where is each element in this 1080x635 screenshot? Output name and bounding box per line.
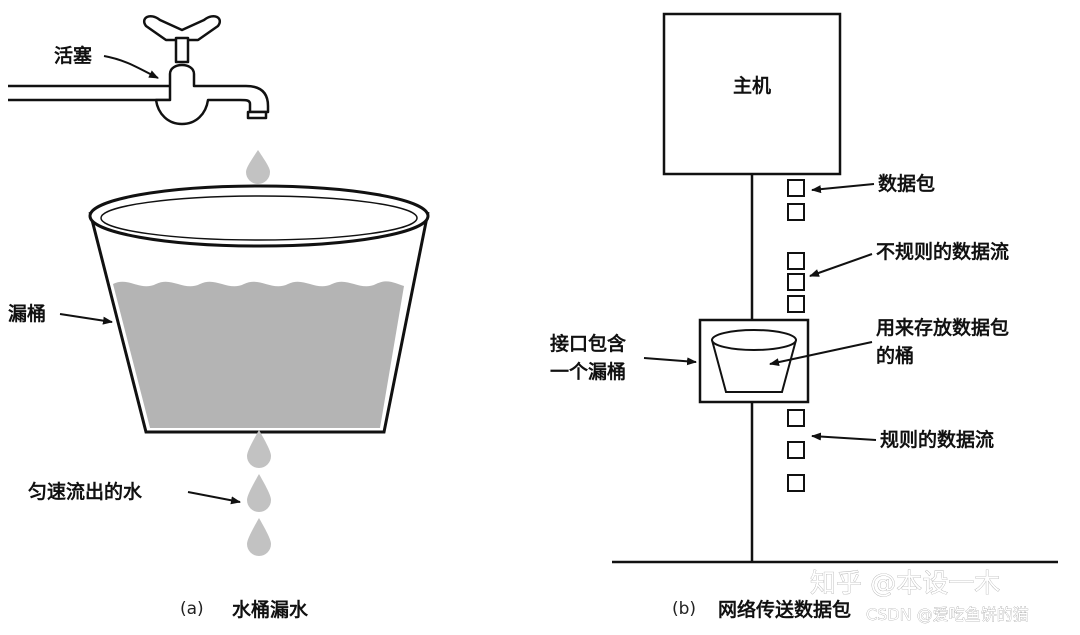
packet-icon bbox=[787, 252, 805, 270]
bucket-label: 漏桶 bbox=[8, 302, 46, 325]
bucket-rim-inner bbox=[100, 195, 418, 241]
host-box bbox=[662, 12, 842, 176]
left-panel: 活塞 漏桶 匀速流出的水 (a) 水桶漏水 bbox=[8, 15, 430, 621]
mini-bucket bbox=[711, 329, 797, 393]
csdn-watermark: CSDN @爱吃鱼饼的猫 bbox=[866, 605, 1029, 624]
regular-flow-arrow bbox=[811, 432, 877, 441]
interface-arrow bbox=[643, 357, 697, 366]
packet-icon bbox=[787, 441, 805, 459]
packet-icon bbox=[787, 474, 805, 492]
host-label: 主机 bbox=[733, 75, 771, 97]
outflow-arrow bbox=[187, 491, 241, 505]
packet-icon bbox=[787, 179, 805, 197]
bucket-desc-line1: 用来存放数据包 bbox=[876, 316, 1009, 339]
irregular-flow-label: 不规则的数据流 bbox=[876, 240, 1009, 263]
water-pipe bbox=[8, 84, 170, 102]
bucket-body bbox=[88, 211, 430, 434]
bucket-rim bbox=[88, 184, 430, 248]
irregular-flow-arrow bbox=[809, 253, 873, 277]
packet-icon bbox=[787, 203, 805, 221]
outflow-label: 匀速流出的水 bbox=[28, 480, 143, 503]
outflow-drops bbox=[247, 430, 271, 556]
faucet bbox=[143, 15, 270, 126]
faucet-arrow bbox=[103, 55, 159, 79]
packet-label: 数据包 bbox=[878, 172, 935, 195]
interface-label-line2: 一个漏桶 bbox=[550, 360, 626, 383]
caption-a-index: (a) bbox=[180, 599, 204, 619]
packets bbox=[787, 179, 805, 492]
caption-a-text: 水桶漏水 bbox=[232, 598, 309, 621]
packet-icon bbox=[787, 295, 805, 313]
right-panel: 主机 数据包 不规则的数据流 用来存放数据包 的桶 接口 bbox=[550, 12, 1058, 621]
faucet-label: 活塞 bbox=[54, 44, 93, 67]
bucket-desc-line2: 的桶 bbox=[876, 344, 914, 367]
bucket-desc-arrow bbox=[769, 341, 873, 367]
regular-flow-label: 规则的数据流 bbox=[880, 428, 994, 451]
packet-arrow bbox=[811, 183, 875, 194]
bucket-arrow bbox=[59, 313, 113, 325]
zhihu-watermark: 知乎 @本设一木 bbox=[810, 569, 1000, 599]
falling-drop-icon bbox=[246, 150, 270, 184]
packet-icon bbox=[787, 273, 805, 291]
caption-b-text: 网络传送数据包 bbox=[718, 598, 851, 621]
packet-icon bbox=[787, 409, 805, 427]
interface-label-line1: 接口包含 bbox=[550, 332, 627, 355]
bucket-water bbox=[113, 281, 404, 428]
caption-b-index: (b) bbox=[672, 599, 696, 619]
